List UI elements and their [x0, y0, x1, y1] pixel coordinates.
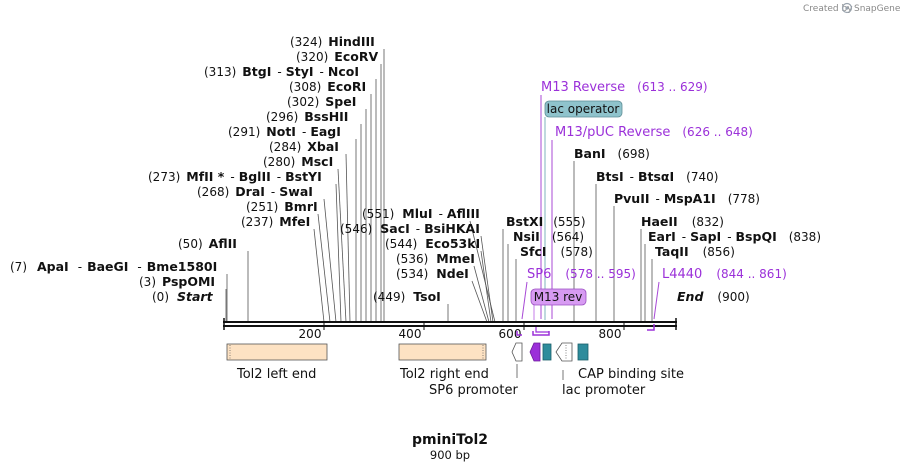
site-label-msci: (280)MscI [263, 154, 333, 169]
plasmid-size: 900 bp [430, 448, 470, 462]
site-label-pvuii: PvuII-MspA1I(778) [614, 191, 760, 206]
feature-sp6-promoter: SP6 promoter [429, 342, 523, 398]
tol2-left-end-label: Tol2 left end [236, 367, 316, 382]
site-label-haeii: HaeII(832) [641, 214, 724, 229]
tick-label-600: 600 [499, 327, 522, 341]
right-site-labels: BstXI(555) NsiI(564) SfcI(578) BanI(698)… [506, 146, 821, 304]
site-label-btsi: BtsI-BtsαI(740) [596, 169, 718, 184]
plasmid-name: pminiTol2 [412, 432, 488, 448]
left-site-labels: (324)HindIII (320)EcoRV (313)BtgI-StyI-N… [10, 34, 378, 304]
site-label-apai: (7)ApaI-BaeGI-Bme1580I [10, 259, 217, 274]
sp6-promoter-label: SP6 promoter [429, 383, 518, 398]
site-label-spei: (302)SpeI [287, 94, 356, 109]
site-label-ecori: (308)EcoRI [289, 79, 366, 94]
primer-label-m13puc-reverse: M13/pUC Reverse(626 .. 648) [555, 125, 753, 140]
lac-promoter-label: lac promoter [562, 383, 646, 398]
site-label-sfci: SfcI(578) [520, 244, 593, 259]
middle-site-labels: (551)MluI-AflIII (546)SacI-BsiHKAI (544)… [340, 206, 480, 304]
feature-tol2-right-end: Tol2 right end [398, 343, 489, 382]
feature-tol2-left-end: Tol2 left end [226, 343, 328, 382]
site-label-taqii: TaqII(856) [655, 244, 735, 259]
site-leaders [225, 49, 653, 323]
primer-label-l4440: L4440(844 .. 861) [662, 267, 787, 282]
credit-brand: SnapGene [854, 4, 900, 14]
site-label-tsoi: (449)TsoI [373, 289, 441, 304]
site-label-hindiii: (324)HindIII [290, 34, 375, 49]
primer-label-sp6: SP6(578 .. 595) [527, 267, 636, 282]
site-label-pspomi: (3)PspOMI [139, 274, 215, 289]
site-label-bstxi: BstXI(555) [506, 214, 586, 229]
feature-lac-promoter: lac promoter [555, 342, 646, 398]
site-label-end: End(900) [677, 289, 750, 304]
feature-lac-operator-box [542, 343, 552, 361]
primer-labels: M13 Reverse(613 .. 629) M13/pUC Reverse(… [527, 80, 787, 282]
site-label-bmri: (251)BmrI [246, 199, 318, 214]
site-label-saci: (546)SacI-BsiHKAI [340, 221, 480, 236]
site-label-mfli: (273)MfII *-BglII-BstYI [148, 169, 322, 184]
lac-operator-label: lac operator [547, 102, 620, 116]
ruler-tick-labels: 200 400 600 800 [299, 327, 622, 341]
credit-prefix: Created by [803, 4, 853, 14]
primer-label-m13-reverse: M13 Reverse(613 .. 629) [541, 80, 708, 95]
tol2-right-end-label: Tol2 right end [399, 367, 489, 382]
sequence-backbone [223, 318, 677, 330]
feature-m13-rev-arrow [529, 342, 541, 362]
site-label-btgi: (313)BtgI-StyI-NcoI [204, 64, 359, 79]
site-label-mfei: (237)MfeI [241, 214, 310, 229]
feature-cap-binding-site: CAP binding site [577, 343, 684, 382]
site-label-ndei: (534)NdeI [396, 266, 469, 281]
boxed-feature-lac-operator: lac operator [544, 100, 623, 118]
boxed-feature-leaders [533, 117, 546, 320]
primer-marks [516, 324, 655, 336]
site-label-aflii: (50)AflII [178, 236, 237, 251]
site-label-eco53ki: (544)Eco53kI [385, 236, 480, 251]
site-label-xbai: (284)XbaI [269, 139, 339, 154]
tick-label-200: 200 [299, 327, 322, 341]
boxed-feature-m13-rev: M13 rev [530, 288, 587, 306]
site-label-bsshii: (296)BssHII [266, 109, 348, 124]
site-label-ecorv: (320)EcoRV [296, 49, 378, 64]
cap-binding-site-label: CAP binding site [578, 367, 684, 382]
tick-label-800: 800 [599, 327, 622, 341]
m13-rev-label: M13 rev [534, 290, 583, 304]
site-label-bani: BanI(698) [574, 146, 650, 161]
site-label-mlui: (551)MluI-AflIII [362, 206, 480, 221]
site-label-nsii: NsiI(564) [513, 229, 584, 244]
site-label-mmei: (536)MmeI [396, 251, 475, 266]
site-label-drai: (268)DraI-SwaI [197, 184, 313, 199]
snapgene-logo-icon [841, 2, 853, 14]
site-label-start: (0)Start [152, 289, 214, 304]
tick-label-400: 400 [399, 327, 422, 341]
site-label-eari: EarI-SapI-BspQI(838) [648, 229, 821, 244]
site-label-noti: (291)NotI-EagI [228, 124, 341, 139]
